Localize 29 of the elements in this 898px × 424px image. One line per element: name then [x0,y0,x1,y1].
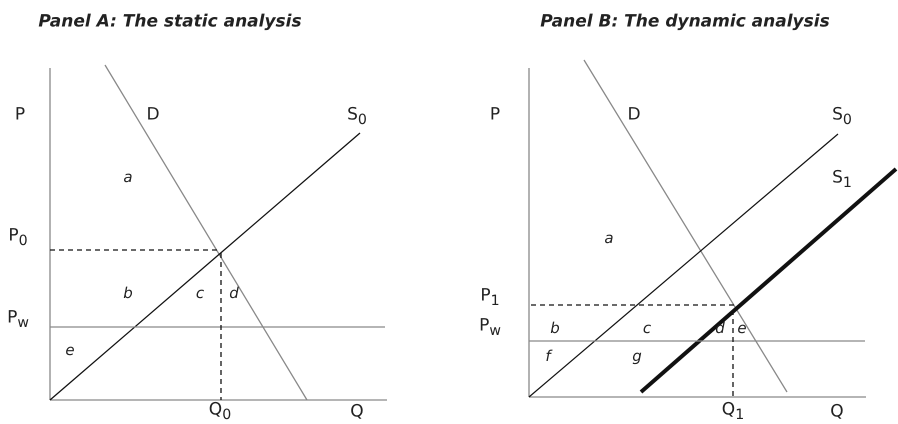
axis-label: P [14,106,26,124]
area-label: a [604,230,614,246]
curve-label: D [627,106,641,124]
panel-title: Panel A: The static analysis [38,12,302,32]
axis-label: Q [830,402,844,422]
area-label: b [550,320,560,336]
area-label: e [65,342,75,358]
quantity-label: Q$_{1}$ [722,400,744,424]
area-label: a [123,168,133,186]
price-label: P$_{w}$ [7,308,29,332]
quantity-label: Q$_{0}$ [208,400,232,424]
axis-label: Q [350,402,364,422]
panel-title: Panel B: The dynamic analysis [540,12,830,32]
area-label: f [545,348,551,364]
area-label: c [196,284,204,302]
axis-label: P [490,106,500,124]
area-label: e [737,320,747,336]
price-label: P$_{1}$ [480,286,500,310]
area-label: d [229,284,239,302]
curve-label: S$_{0}$ [832,106,852,128]
price-label: P$_{w}$ [479,316,501,340]
area-label: d [715,320,725,336]
curve-label: S$_{0}$ [347,106,367,128]
curve-label: D [146,106,160,124]
curve-label: S$_{1}$ [832,168,852,192]
area-label: b [123,284,133,302]
area-label: c [642,320,652,336]
area-label: g [632,348,642,364]
price-label: P$_{0}$ [8,226,28,250]
